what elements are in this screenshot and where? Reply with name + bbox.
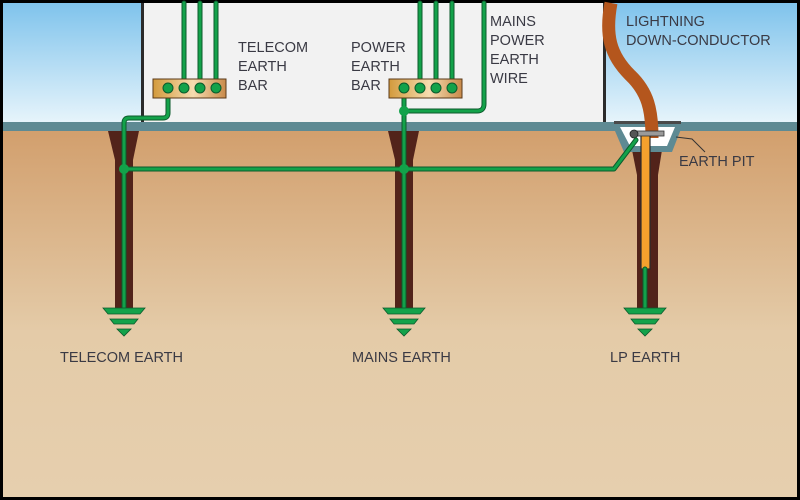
lightning-down-conductor xyxy=(602,1,659,139)
junction-node xyxy=(399,106,409,116)
mains-power-earth-wire-label: MAINS POWER EARTH WIRE xyxy=(490,14,549,87)
mains-earth-symbol xyxy=(382,307,426,337)
lp-earth-symbol xyxy=(623,307,667,337)
telecom-earth-symbol xyxy=(102,307,146,337)
telecom-earth-bar xyxy=(152,78,227,99)
earth-pit-label: EARTH PIT xyxy=(679,154,755,170)
telecom-earth-label: TELECOM EARTH xyxy=(60,350,183,366)
telecom-earth-bar-label: TELECOM EARTH BAR xyxy=(238,40,312,94)
earth-wires xyxy=(121,0,648,313)
mains-earth-label: MAINS EARTH xyxy=(352,350,451,366)
building xyxy=(141,3,606,122)
lp-earth-rod xyxy=(640,132,651,270)
lp-earth-label: LP EARTH xyxy=(610,350,680,366)
lightning-down-conductor-label: LIGHTNING DOWN-CONDUCTOR xyxy=(626,14,771,49)
ground-surface xyxy=(3,122,797,131)
junction-node xyxy=(399,164,409,174)
power-earth-bar xyxy=(388,78,463,99)
earth-pit-leader xyxy=(675,136,706,153)
clamp-bolt xyxy=(629,129,665,139)
junction-node xyxy=(119,164,129,174)
power-earth-bar-label: POWER EARTH BAR xyxy=(351,40,410,94)
